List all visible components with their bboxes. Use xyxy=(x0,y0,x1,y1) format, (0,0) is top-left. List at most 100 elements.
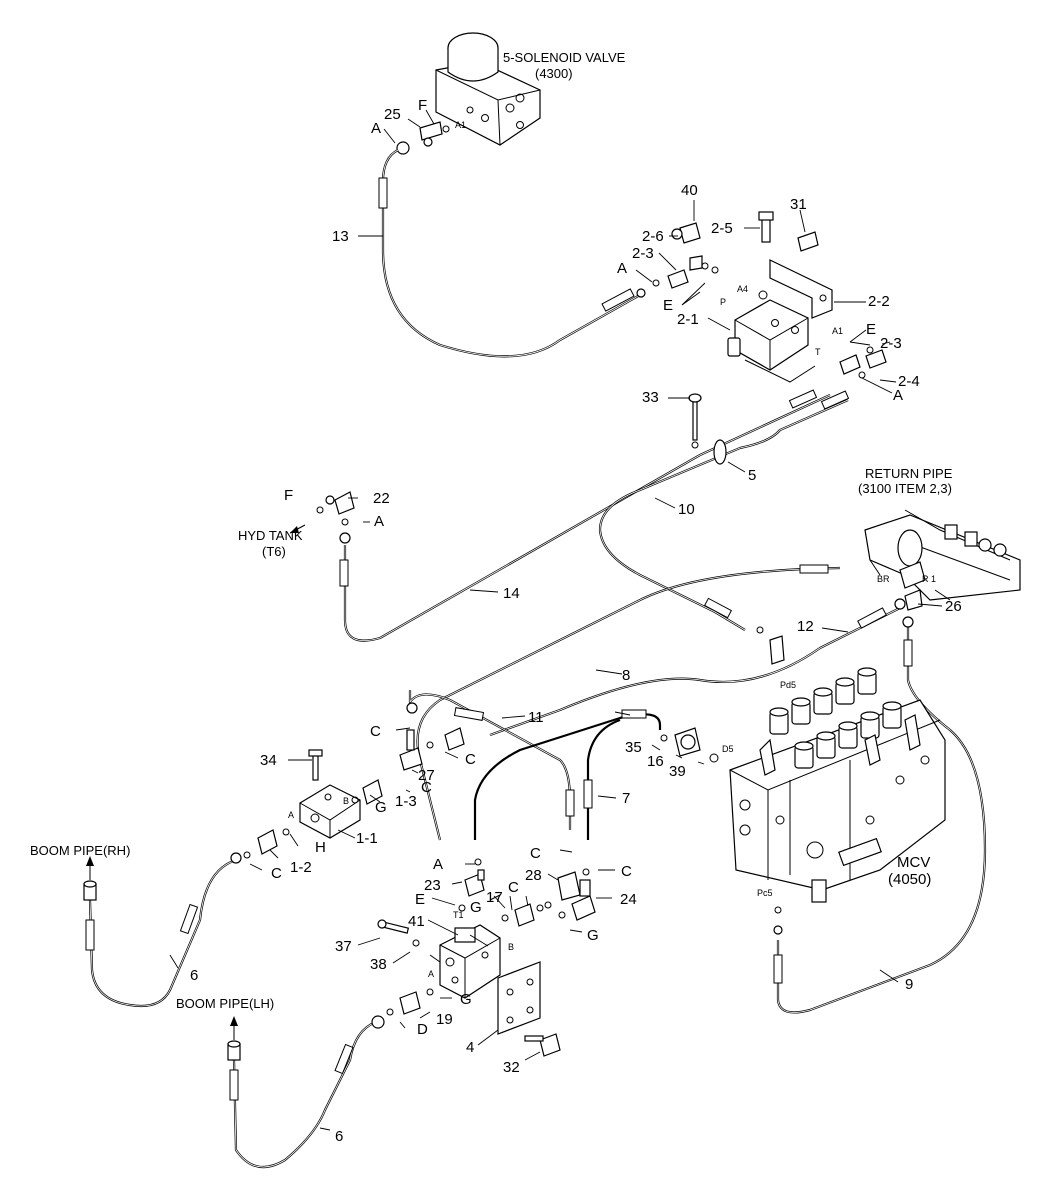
label-2-1: 2-1 xyxy=(677,311,699,328)
label-37: 37 xyxy=(335,938,352,955)
solenoid-valve-code: (4300) xyxy=(535,66,573,81)
label-c-2: C xyxy=(465,751,476,768)
label-2-3-b: 2-3 xyxy=(880,335,902,352)
label-32: 32 xyxy=(503,1059,520,1076)
port-mark-a-block1: A xyxy=(288,810,294,820)
label-a-top: A xyxy=(371,120,381,137)
label-4: 4 xyxy=(466,1039,474,1056)
label-8: 8 xyxy=(622,667,630,684)
label-c-3: C xyxy=(421,779,432,796)
label-e-a: E xyxy=(663,297,673,314)
label-23: 23 xyxy=(424,877,441,894)
label-a-mid: A xyxy=(617,260,627,277)
label-a-low: A xyxy=(433,856,443,873)
label-1-2: 1-2 xyxy=(290,859,312,876)
label-34: 34 xyxy=(260,752,277,769)
label-g-1: G xyxy=(375,799,387,816)
mcv-label: MCV xyxy=(897,854,930,871)
label-24: 24 xyxy=(620,891,637,908)
label-35: 35 xyxy=(625,739,642,756)
solenoid-valve-label: 5-SOLENOID VALVE xyxy=(503,50,626,65)
label-6-rh: 6 xyxy=(190,967,198,984)
label-e-b: E xyxy=(866,321,876,338)
solenoid-valve-assembly xyxy=(396,32,541,155)
port-mark-br: BR xyxy=(877,574,890,584)
hose-bundle xyxy=(339,389,901,841)
label-14: 14 xyxy=(503,585,520,602)
label-h: H xyxy=(315,839,326,856)
label-16: 16 xyxy=(647,753,664,770)
port-mark-a1-block: A1 xyxy=(832,326,843,336)
hose-9 xyxy=(773,616,987,1014)
label-7: 7 xyxy=(622,790,630,807)
port-mark-d5: D5 xyxy=(722,744,734,754)
port-mark-b-block2: B xyxy=(508,942,514,952)
label-13: 13 xyxy=(332,228,349,245)
return-pipe-label: RETURN PIPE xyxy=(865,466,953,481)
label-17: 17 xyxy=(486,889,503,906)
block-1-1 xyxy=(243,702,465,859)
label-c-5: C xyxy=(530,845,541,862)
part-number-labels: 25 F A 13 40 2-5 31 2-6 2-3 A E 2-1 2-2 … xyxy=(190,97,962,1145)
label-g-4: G xyxy=(460,991,472,1008)
label-2-2: 2-2 xyxy=(868,293,890,310)
mcv-code: (4050) xyxy=(888,871,931,888)
boom-pipe-rh-label: BOOM PIPE(RH) xyxy=(30,843,130,858)
label-2-3-a: 2-3 xyxy=(632,245,654,262)
label-19: 19 xyxy=(436,1011,453,1028)
label-31: 31 xyxy=(790,196,807,213)
label-f-tank: F xyxy=(284,487,293,504)
port-mark-a4: A4 xyxy=(737,284,748,294)
label-c-4: C xyxy=(271,865,282,882)
label-d: D xyxy=(417,1021,428,1038)
port-mark-t1: T1 xyxy=(453,910,464,920)
label-c-6: C xyxy=(621,863,632,880)
port-mark-b-block1: B xyxy=(343,796,349,806)
label-c-7: C xyxy=(508,879,519,896)
hyd-tank-fitting-22 xyxy=(289,491,355,534)
hose-6-rh xyxy=(83,852,242,1008)
label-5: 5 xyxy=(748,467,756,484)
label-e-low: E xyxy=(415,891,425,908)
label-1-3: 1-3 xyxy=(395,793,417,810)
port-mark-a-block2: A xyxy=(428,969,434,979)
valve-block-2-1 xyxy=(727,259,833,383)
port-mark-pd5: Pd5 xyxy=(780,680,796,690)
label-11: 11 xyxy=(528,709,544,726)
label-1-1: 1-1 xyxy=(356,830,378,847)
label-22: 22 xyxy=(373,490,390,507)
label-g-3: G xyxy=(587,927,599,944)
label-28: 28 xyxy=(525,867,542,884)
label-27: 27 xyxy=(418,767,435,784)
block-41 xyxy=(377,858,596,1057)
port-mark-a1-top: A1 xyxy=(455,120,466,130)
label-a-tank: A xyxy=(374,513,384,530)
port-mark-t: T xyxy=(815,347,821,357)
label-f-top: F xyxy=(418,97,427,114)
label-40: 40 xyxy=(681,182,698,199)
label-2-4: 2-4 xyxy=(898,373,920,390)
label-33: 33 xyxy=(642,389,659,406)
label-41: 41 xyxy=(408,913,425,930)
label-9: 9 xyxy=(905,976,913,993)
label-39: 39 xyxy=(669,763,686,780)
hose-6-lh xyxy=(227,1015,385,1169)
hose-13 xyxy=(378,149,646,358)
label-2-5: 2-5 xyxy=(711,220,733,237)
label-25: 25 xyxy=(384,106,401,123)
boom-pipe-lh-label: BOOM PIPE(LH) xyxy=(176,996,274,1011)
label-6-lh: 6 xyxy=(335,1128,343,1145)
label-g-2: G xyxy=(470,899,482,916)
port-mark-pc5: Pc5 xyxy=(757,888,773,898)
mcv-main-control-valve xyxy=(729,667,946,903)
port-mark-p: P xyxy=(720,297,726,307)
hyd-tank-ref: (T6) xyxy=(262,544,286,559)
hyd-tank-label: HYD TANK xyxy=(238,528,303,543)
label-26: 26 xyxy=(945,598,962,615)
label-12: 12 xyxy=(797,618,814,635)
return-pipe-ref: (3100 ITEM 2,3) xyxy=(858,481,952,496)
label-c-1: C xyxy=(370,723,381,740)
port-mark-r1: R 1 xyxy=(922,574,936,584)
label-2-6: 2-6 xyxy=(642,228,664,245)
